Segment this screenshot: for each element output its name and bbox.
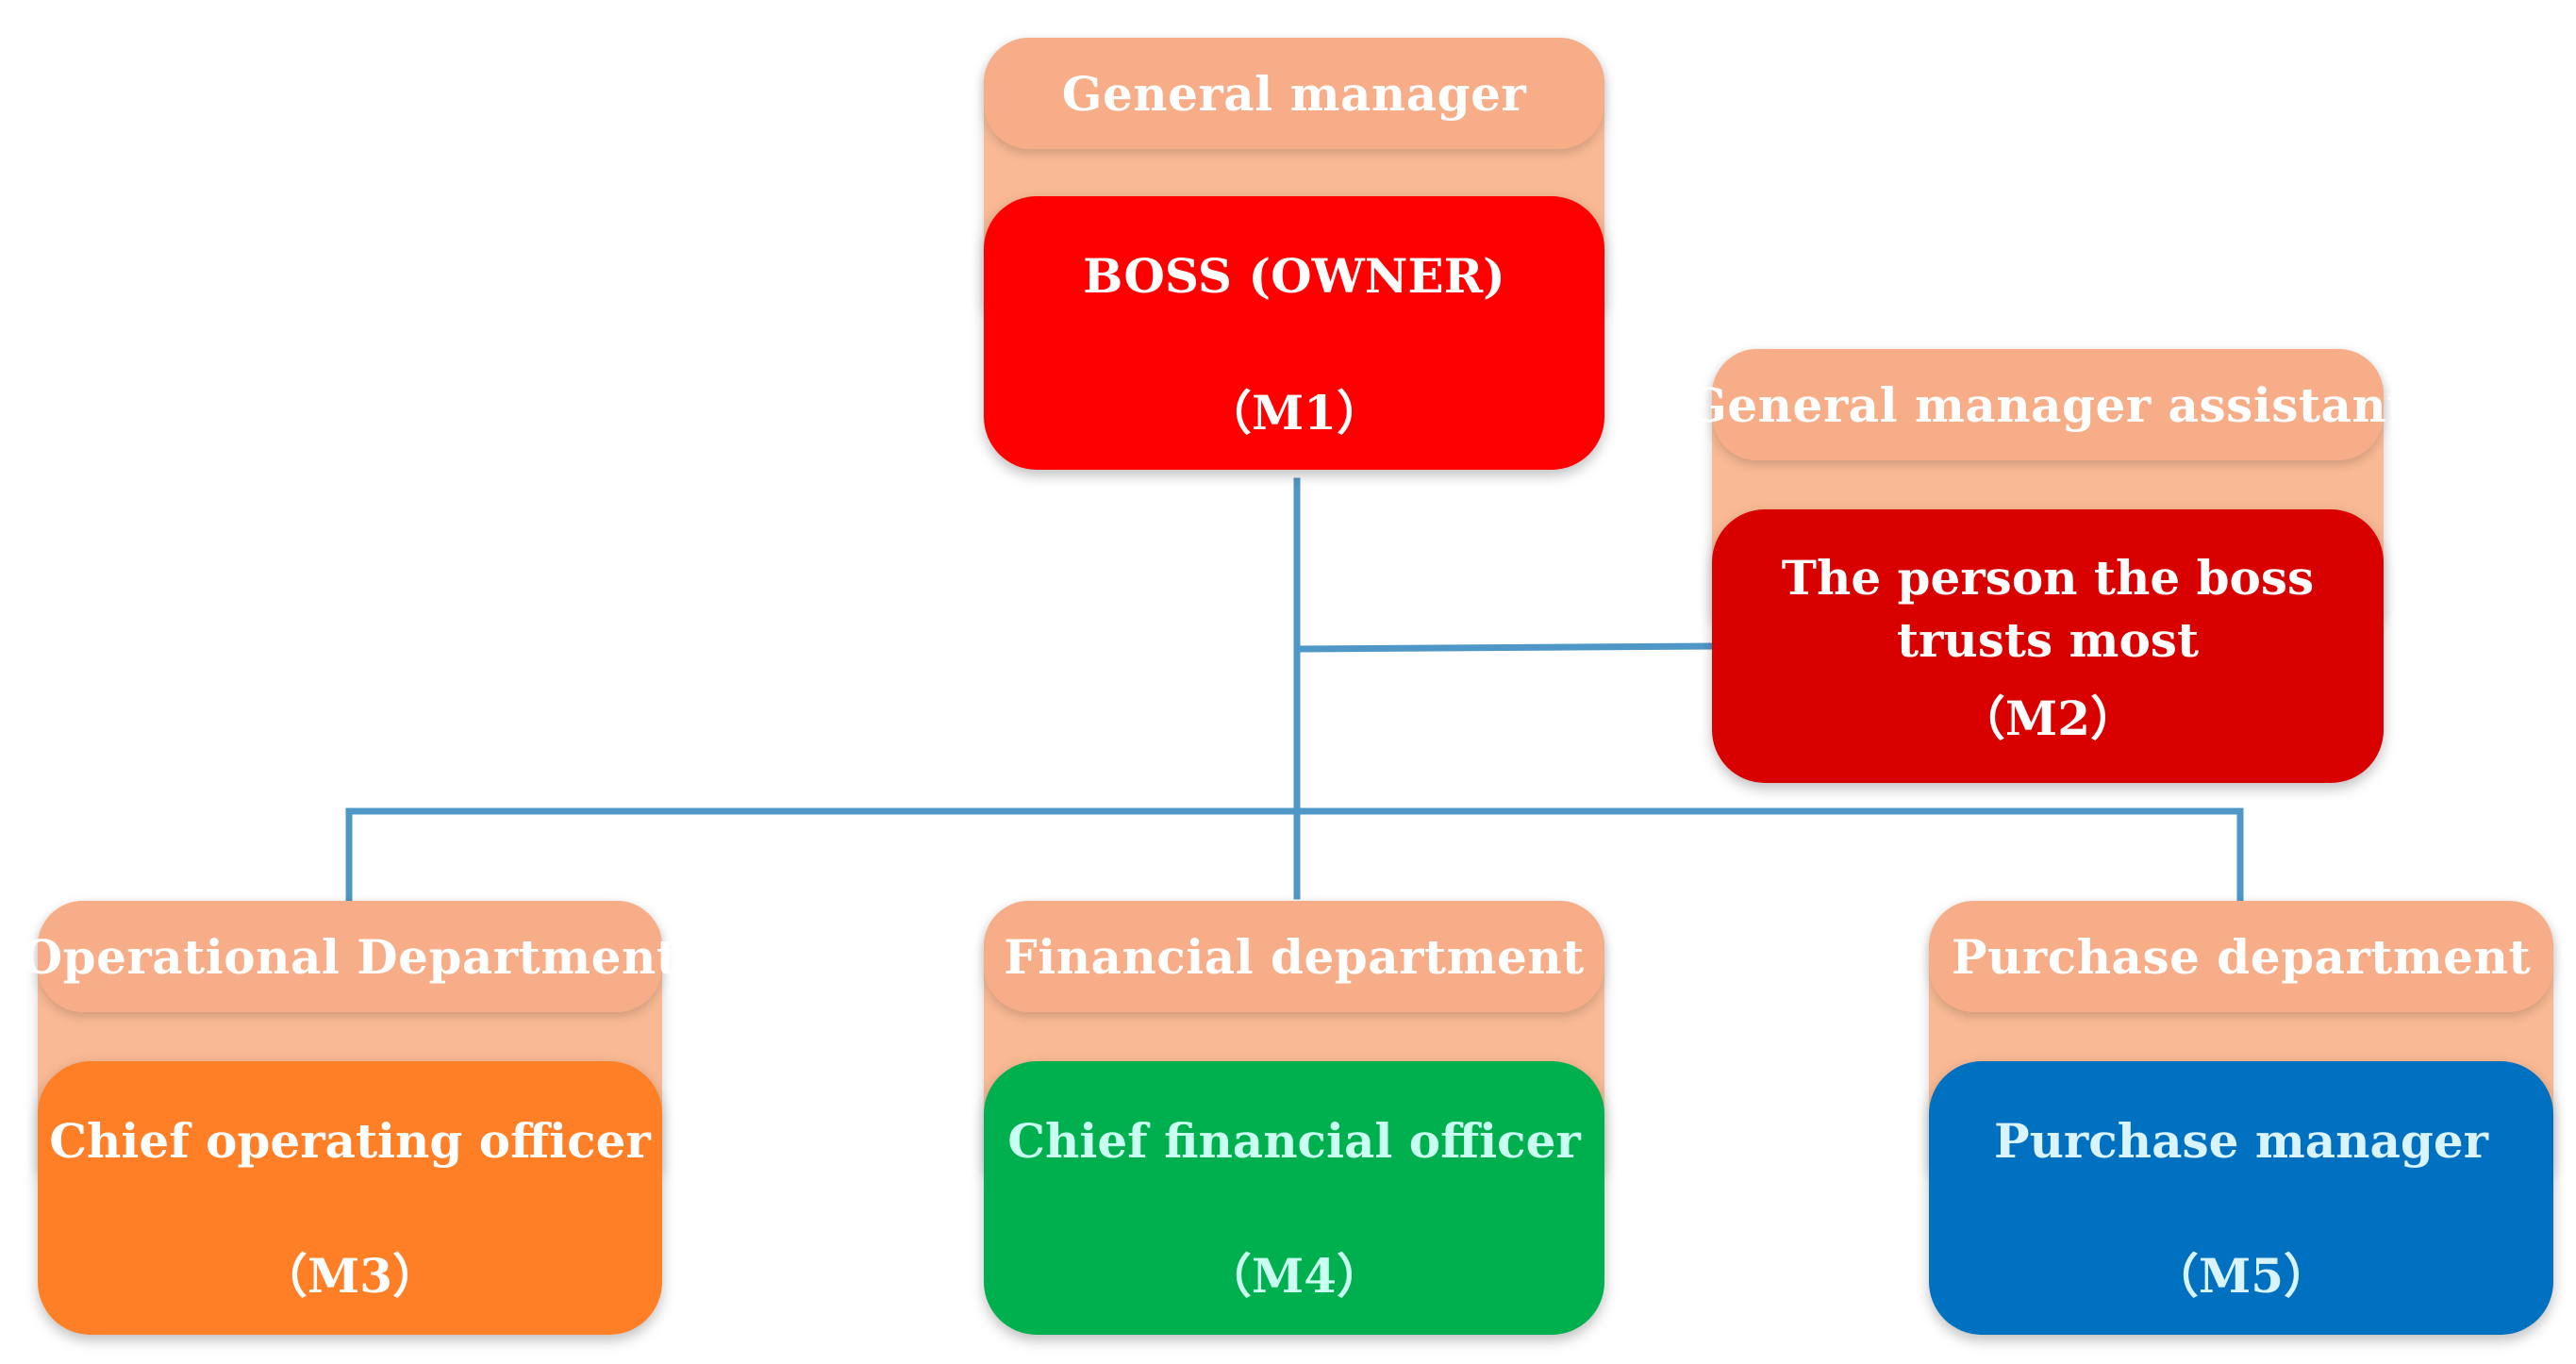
node-general-manager-assistant: General manager assistant The person the… xyxy=(1687,349,2408,783)
node-header-label: Financial department xyxy=(984,901,1604,1012)
node-header-label: Purchase department xyxy=(1929,901,2553,1012)
node-header-label: General manager xyxy=(984,38,1604,149)
node-title: BOSS (OWNER) xyxy=(1083,248,1505,304)
node-header-label: General manager assistant xyxy=(1687,349,2408,460)
node-operational-department: Operational Department Chief operating o… xyxy=(22,901,678,1337)
node-body-trusted-person: The person the boss trusts most （M2） xyxy=(1712,509,2384,783)
node-general-manager: General manager BOSS (OWNER) （M1） xyxy=(984,38,1604,472)
node-body-cfo: Chief financial officer （M4） xyxy=(984,1061,1604,1335)
node-title: Purchase manager xyxy=(1993,1113,2489,1169)
node-code: （M1） xyxy=(1204,385,1385,441)
node-purchase-department: Purchase department Purchase manager （M5… xyxy=(1929,901,2553,1337)
node-code: （M2） xyxy=(1957,690,2138,746)
node-code: （M3） xyxy=(259,1248,440,1304)
node-code: （M4） xyxy=(1204,1248,1385,1304)
node-body-boss: BOSS (OWNER) （M1） xyxy=(984,196,1604,470)
node-body-coo: Chief operating officer （M3） xyxy=(38,1061,662,1335)
connector-m2-branch xyxy=(1293,642,1716,653)
node-title: The person the boss trusts most xyxy=(1781,550,2315,668)
node-body-purchase-manager: Purchase manager （M5） xyxy=(1929,1061,2553,1335)
node-financial-department: Financial department Chief financial off… xyxy=(984,901,1604,1337)
node-title: Chief financial officer xyxy=(1007,1113,1581,1169)
node-header-label: Operational Department xyxy=(22,901,678,1012)
node-title: Chief operating officer xyxy=(49,1113,651,1169)
node-code: （M5） xyxy=(2151,1248,2332,1304)
